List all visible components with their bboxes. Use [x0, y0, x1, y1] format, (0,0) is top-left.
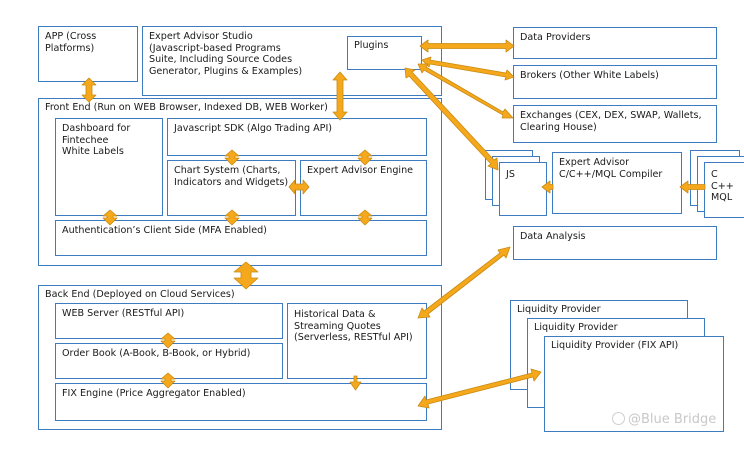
arrow-plugins-brokers	[421, 56, 515, 81]
arrow-plugins-js	[404, 67, 499, 171]
arrow-plugins-dataproviders	[419, 39, 515, 53]
data-analysis-label: Data Analysis	[520, 231, 586, 242]
studio-label: Expert Advisor Studio (Javascript-based …	[149, 31, 303, 77]
arrow-frontend-backend	[233, 261, 259, 290]
jssdk-label: Javascript SDK (Algo Trading API)	[174, 123, 333, 134]
brokers-box	[513, 65, 717, 99]
arrow-plugins-jssdk	[332, 71, 348, 121]
historical-box	[287, 303, 427, 379]
arrow-langs-compiler	[679, 180, 706, 194]
app-box	[38, 26, 138, 82]
ea-engine-box	[300, 160, 427, 216]
js-label: JS	[506, 169, 515, 180]
orderbook-label: Order Book (A-Book, B-Book, or Hybrid)	[62, 348, 251, 359]
brokers-label: Brokers (Other White Labels)	[520, 70, 659, 81]
lp-label-3: Liquidity Provider (FIX API)	[551, 340, 679, 351]
watermark-text: @Blue Bridge	[628, 412, 717, 427]
webserver-box	[55, 303, 283, 339]
jssdk-box	[167, 118, 427, 156]
arrow-jssdk-eaengine	[357, 149, 373, 166]
exchanges-box	[513, 105, 717, 143]
watermark-icon	[612, 412, 625, 425]
plugins-label: Plugins	[354, 40, 389, 51]
lp-label-2: Liquidity Provider	[534, 322, 618, 333]
backend-label: Back End (Deployed on Cloud Services)	[45, 289, 235, 300]
chart-label: Chart System (Charts, Indicators and Wid…	[174, 165, 289, 188]
fix-box	[55, 383, 427, 421]
app-label: APP (Cross Platforms)	[45, 31, 97, 54]
fix-label: FIX Engine (Price Aggregator Enabled)	[62, 388, 246, 399]
arrow-dashboard-auth	[102, 209, 118, 226]
frontend-label: Front End (Run on WEB Browser, Indexed D…	[45, 102, 328, 113]
compiler-label: Expert Advisor C/C++/MQL Compiler	[559, 157, 663, 180]
arrow-historical-dataanalysis	[417, 246, 511, 319]
lp-box-3	[544, 336, 724, 432]
historical-label: Historical Data & Streaming Quotes (Serv…	[294, 309, 413, 344]
js-box	[499, 162, 547, 216]
arrow-compiler-js	[541, 180, 554, 194]
chart-box	[167, 160, 296, 216]
data-analysis-box	[513, 226, 717, 260]
arrow-webserver-orderbook	[160, 332, 176, 349]
compiler-box	[552, 152, 682, 214]
data-providers-box	[513, 27, 717, 59]
dashboard-label: Dashboard for Fintechee White Labels	[62, 123, 131, 158]
arrow-chart-eaengine	[288, 179, 310, 195]
plugins-box	[347, 36, 422, 70]
exchanges-label: Exchanges (CEX, DEX, SWAP, Wallets, Clea…	[520, 110, 702, 133]
data-providers-label: Data Providers	[520, 32, 591, 43]
langs-label: C C++ MQL	[711, 169, 734, 204]
auth-label: Authentication’s Client Side (MFA Enable…	[62, 225, 267, 236]
webserver-label: WEB Server (RESTful API)	[62, 308, 185, 319]
watermark: @Blue Bridge	[612, 412, 716, 427]
lp-label-1: Liquidity Provider	[517, 304, 601, 315]
ea-engine-label: Expert Advisor Engine	[307, 165, 414, 176]
arrow-eaengine-auth	[357, 209, 373, 226]
langs-box	[704, 162, 744, 218]
arrow-chart-auth	[224, 209, 240, 226]
arrow-orderbook-fix	[160, 372, 176, 389]
arrow-jssdk-chart	[224, 149, 240, 166]
arrow-historical-fix	[349, 375, 362, 391]
auth-box	[55, 220, 427, 256]
arrow-fix-liquidity	[417, 368, 542, 409]
arrow-app-frontend	[81, 77, 97, 103]
arrow-plugins-exchanges	[417, 63, 514, 119]
